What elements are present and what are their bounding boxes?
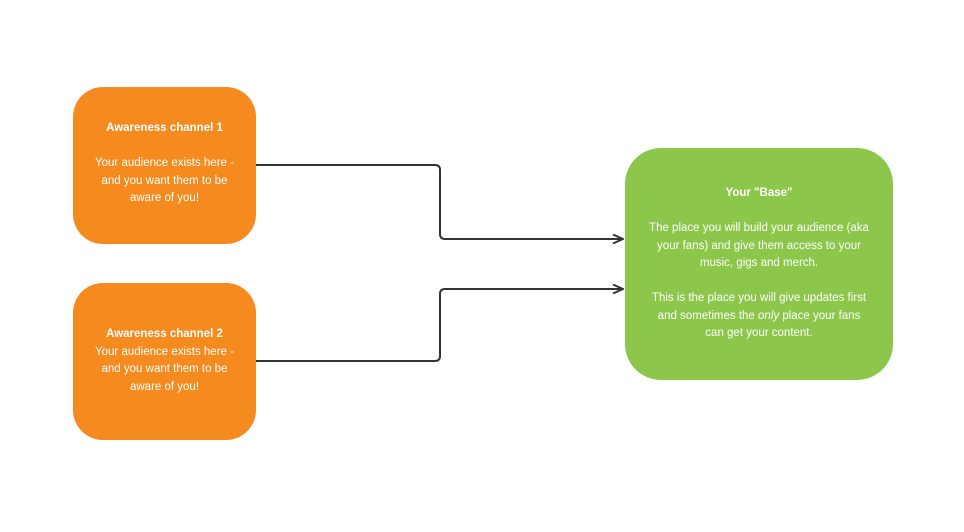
base-paragraph-1: The place you will build your audience (… [637,220,881,273]
awareness-channel-2-text-line: Your audience exists here - [95,345,234,358]
base-text-line: This is the place you will give updates … [651,292,867,304]
base-text-line-with-emphasis: and sometimes the only place your fans [637,308,881,326]
awareness-channel-2-text-line: and you want them to be [101,363,228,375]
base-text-segment: and sometimes the [657,309,759,322]
awareness-channel-1-text-line: Your audience exists here - [95,157,234,169]
base-text-line: your fans) and give them access to your [657,239,861,252]
connector-awareness-2-to-base [256,289,623,362]
base-text-line: The place you will build your audience (… [649,222,869,234]
base-paragraph-2: This is the place you will give updates … [637,290,881,343]
base-text-line: can get your content. [705,327,813,339]
awareness-channel-2-title: Awareness channel 2 [106,328,223,340]
base-title: Your "Base" [725,187,793,199]
base-emphasis-only: only [758,309,780,322]
base-text-line: music, gigs and merch. [699,257,819,269]
base-box: Your "Base" The place you will build you… [625,148,893,380]
base-text-segment: place your fans [779,309,861,322]
awareness-channel-2-box: Awareness channel 2 Your audience exists… [73,283,256,440]
awareness-channel-1-text-line: and you want them to be [101,174,228,187]
connector-awareness-1-to-base [256,164,623,239]
awareness-channel-1-box: Awareness channel 1 Your audience exists… [73,87,256,244]
awareness-channel-1-title: Awareness channel 1 [106,122,223,134]
awareness-channel-1-text-line: aware of you! [129,192,200,204]
awareness-channel-2-text-line: aware of you! [129,380,200,393]
